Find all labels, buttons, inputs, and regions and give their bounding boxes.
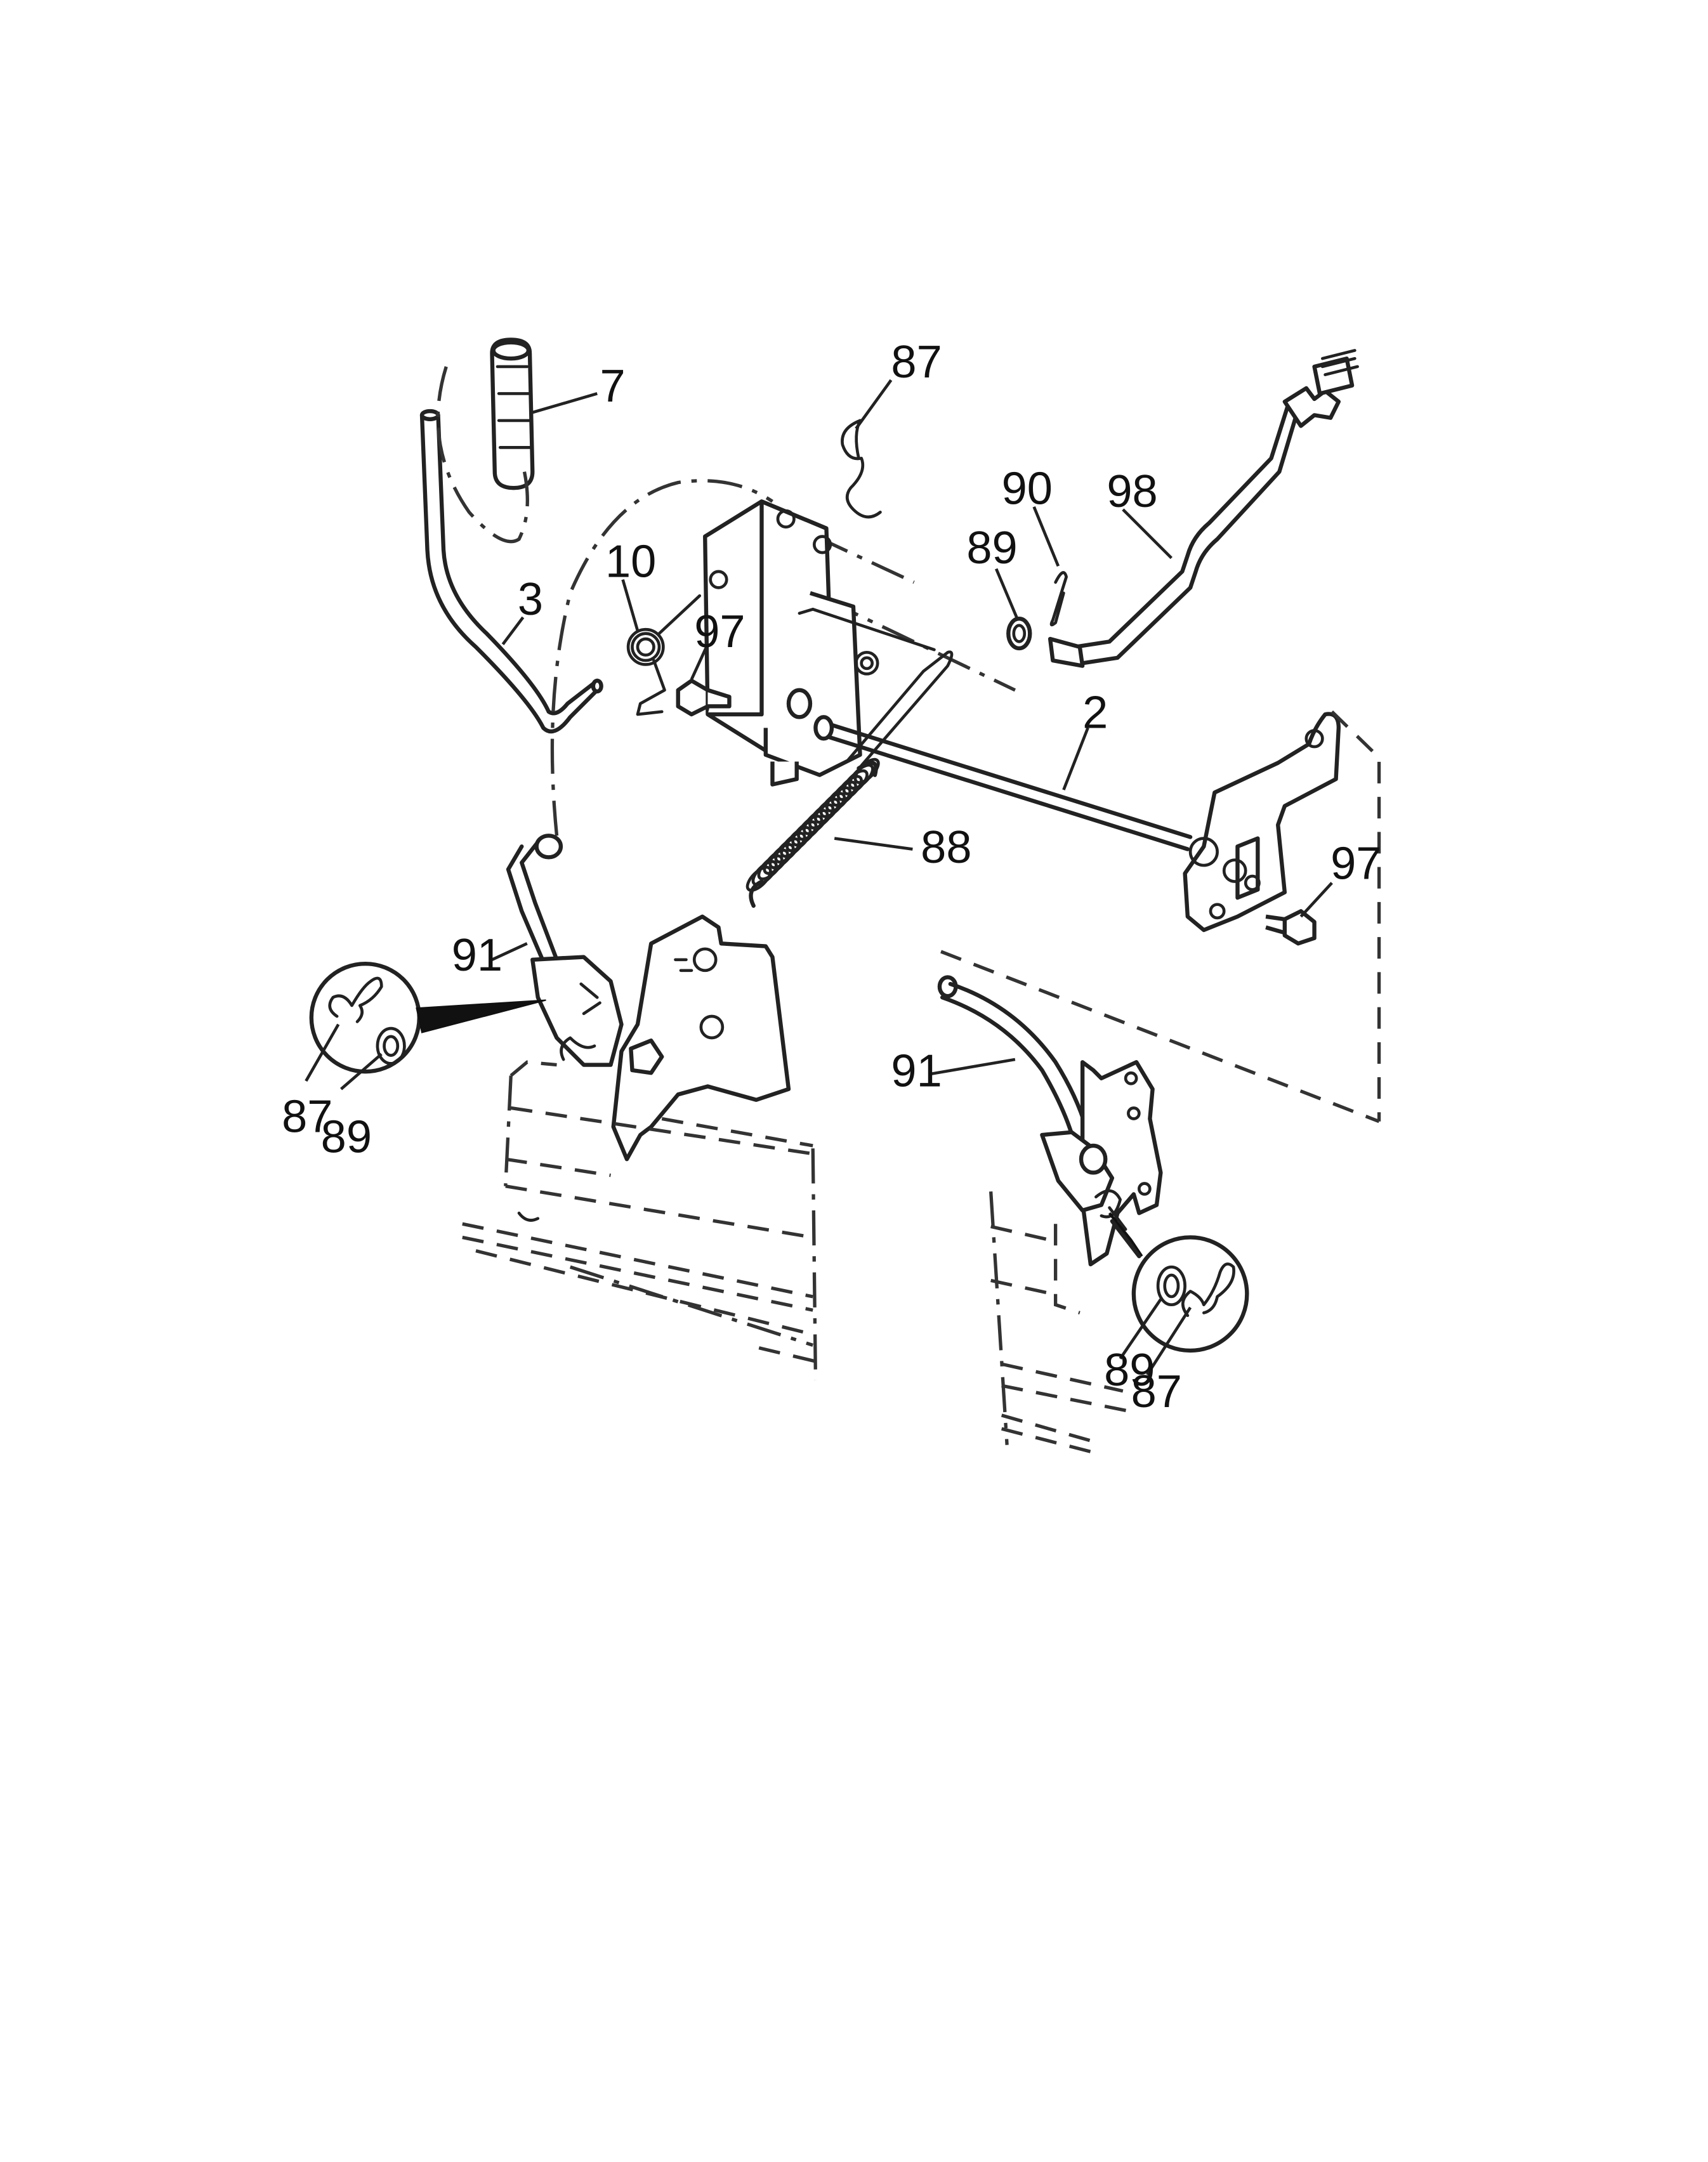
part-98-linkage-rod [1048, 349, 1359, 668]
callout-91-right: 91 [891, 1045, 942, 1096]
right-frame-outline [940, 710, 1381, 1124]
spring-link-rod [798, 608, 954, 768]
callout-87-top: 87 [891, 337, 942, 388]
left-deck-outline [462, 1060, 818, 1380]
callout-10: 10 [605, 536, 656, 587]
callout-88: 88 [921, 822, 971, 873]
callout-97-right: 97 [1330, 838, 1381, 889]
callout-90: 90 [1002, 464, 1053, 514]
part-97-bolt-right [1265, 909, 1317, 946]
part-97-bolt-left [676, 678, 732, 717]
right-deck-bracket [1040, 1060, 1163, 1267]
callout-89-top: 89 [966, 523, 1017, 573]
right-deck-outline [989, 1191, 1137, 1455]
part-91-lift-link-left [506, 834, 563, 970]
part-10-torsion-spring [626, 594, 702, 716]
callout-89-right: 89 [1104, 1345, 1155, 1396]
part-2-lift-shaft [786, 688, 1193, 851]
left-deck-bracket [530, 914, 791, 1162]
callout-89-left: 89 [321, 1112, 372, 1163]
part-7-handle-grip [490, 337, 535, 490]
callout-leaders [305, 379, 1333, 1376]
callout-3: 3 [518, 574, 543, 625]
part-87-hairpin-clip-top [841, 419, 882, 519]
callout-labels: 7 87 90 98 89 10 3 97 2 88 97 91 87 89 9… [282, 337, 1381, 1417]
callout-98: 98 [1107, 466, 1157, 517]
right-lift-bracket [1183, 712, 1341, 933]
callout-2: 2 [1082, 687, 1108, 738]
part-90-cotter-pin [1049, 571, 1068, 627]
part-88-extension-spring [746, 757, 880, 908]
callout-91-left: 91 [452, 930, 503, 981]
left-detail-magnifier [309, 961, 546, 1074]
callout-87-left: 87 [282, 1092, 332, 1143]
callout-97-left: 97 [694, 606, 745, 657]
part-89-washer-top [1006, 617, 1032, 651]
part-3-lift-lever [419, 409, 603, 734]
right-detail-magnifier [1108, 1212, 1249, 1353]
callout-87-right: 87 [1131, 1366, 1182, 1417]
part-91-lift-link-right [937, 975, 1093, 1156]
callout-7: 7 [600, 361, 625, 412]
